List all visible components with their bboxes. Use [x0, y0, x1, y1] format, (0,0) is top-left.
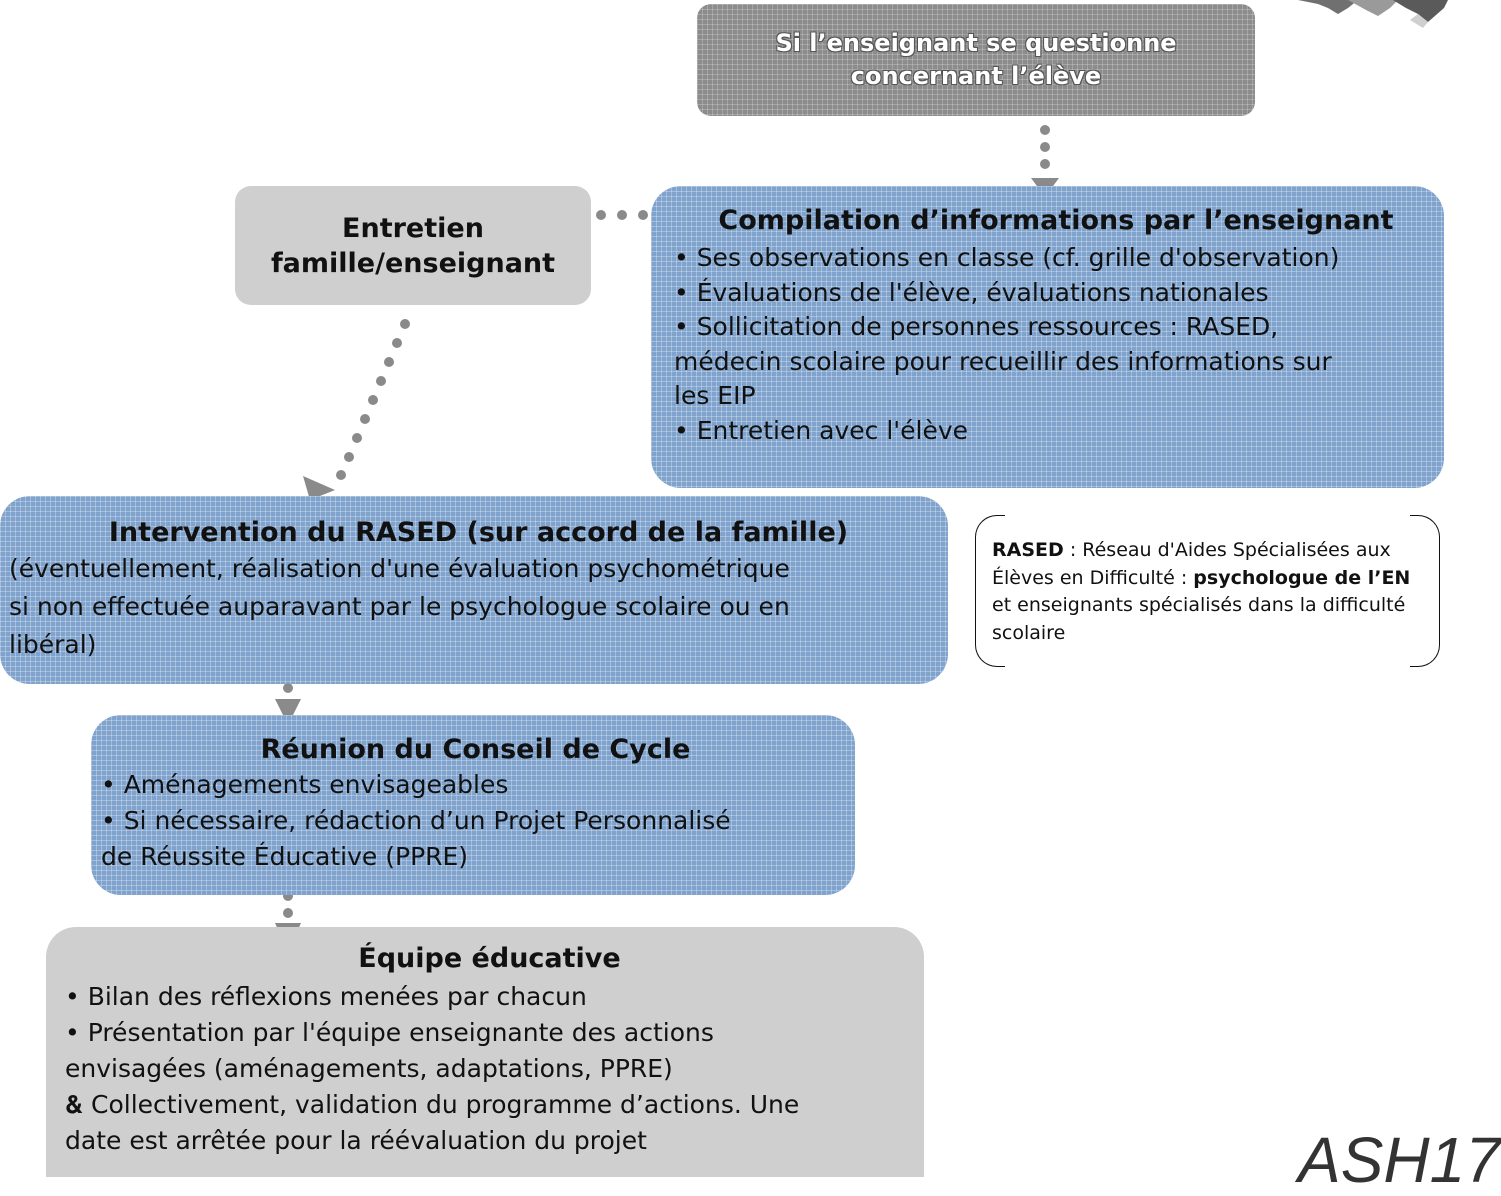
corner-decoration	[1298, 0, 1448, 28]
equipe-line: date est arrêtée pour la réévaluation du…	[65, 1126, 647, 1155]
rased-box: Intervention du RASED (sur accord de la …	[0, 496, 948, 684]
entretien-line-1: Entretien	[342, 212, 484, 244]
arrow-start-to-compilation	[1031, 125, 1059, 197]
rased-line: si non effectuée auparavant par le psych…	[9, 592, 790, 621]
equipe-line: envisagées (aménagements, adaptations, P…	[65, 1054, 673, 1083]
note-term: RASED	[992, 539, 1064, 561]
conseil-line: • Si nécessaire, rédaction d’un Projet P…	[101, 806, 731, 835]
compilation-item: les EIP	[674, 381, 756, 410]
equipe-title: Équipe éducative	[358, 943, 621, 974]
compilation-item: médecin scolaire pour recueillir des inf…	[674, 346, 1332, 376]
compilation-item: • Entretien avec l'élève	[674, 415, 969, 445]
start-line-2: concernant l’élève	[850, 62, 1102, 90]
note-bold-2: psychologue de l’EN	[1193, 566, 1411, 589]
rased-title: Intervention du RASED (sur accord de la …	[108, 517, 849, 548]
note-part-1: : Réseau d'Aides Spécialisées aux Élèves…	[992, 539, 1391, 589]
equipe-box: Équipe éducative • Bilan des réflexions …	[46, 927, 924, 1177]
entretien-line-2: famille/enseignant	[270, 247, 556, 279]
conseil-line: de Réussite Éducative (PPRE)	[101, 842, 469, 871]
note-text: RASED : Réseau d'Aides Spécialisées aux …	[992, 537, 1432, 647]
conseil-line: • Aménagements envisageables	[101, 770, 509, 799]
compilation-item: • Ses observations en classe (cf. grille…	[674, 243, 1340, 272]
rased-line: libéral)	[9, 630, 97, 659]
start-box: Si l’enseignant se questionne concernant…	[697, 4, 1255, 116]
conseil-box: Réunion du Conseil de Cycle • Aménagemen…	[91, 715, 855, 895]
entretien-box: Entretien famille/enseignant	[235, 186, 591, 305]
conseil-title: Réunion du Conseil de Cycle	[260, 734, 691, 765]
start-line-1: Si l’enseignant se questionne	[775, 29, 1177, 57]
compilation-box: Compilation d’informations par l’enseign…	[651, 186, 1444, 488]
equipe-line: 🙴 Collectivement, validation du programm…	[65, 1090, 800, 1119]
watermark-text: ASH17	[1298, 1124, 1501, 1196]
compilation-title: Compilation d’informations par l’enseign…	[718, 205, 1394, 236]
compilation-item: • Sollicitation de personnes ressources …	[674, 312, 1279, 341]
rased-line: (éventuellement, réalisation d'une évalu…	[9, 554, 790, 583]
note-part-2: et enseignants spécialisés dans la diffi…	[992, 594, 1406, 644]
arrow-entretien-to-rased	[303, 319, 410, 500]
equipe-line: • Présentation par l'équipe enseignante …	[65, 1018, 714, 1047]
rased-definition-note: RASED : Réseau d'Aides Spécialisées aux …	[975, 515, 1440, 667]
equipe-line: • Bilan des réflexions menées par chacun	[65, 982, 587, 1011]
compilation-item: • Évaluations de l'élève, évaluations na…	[674, 277, 1269, 307]
